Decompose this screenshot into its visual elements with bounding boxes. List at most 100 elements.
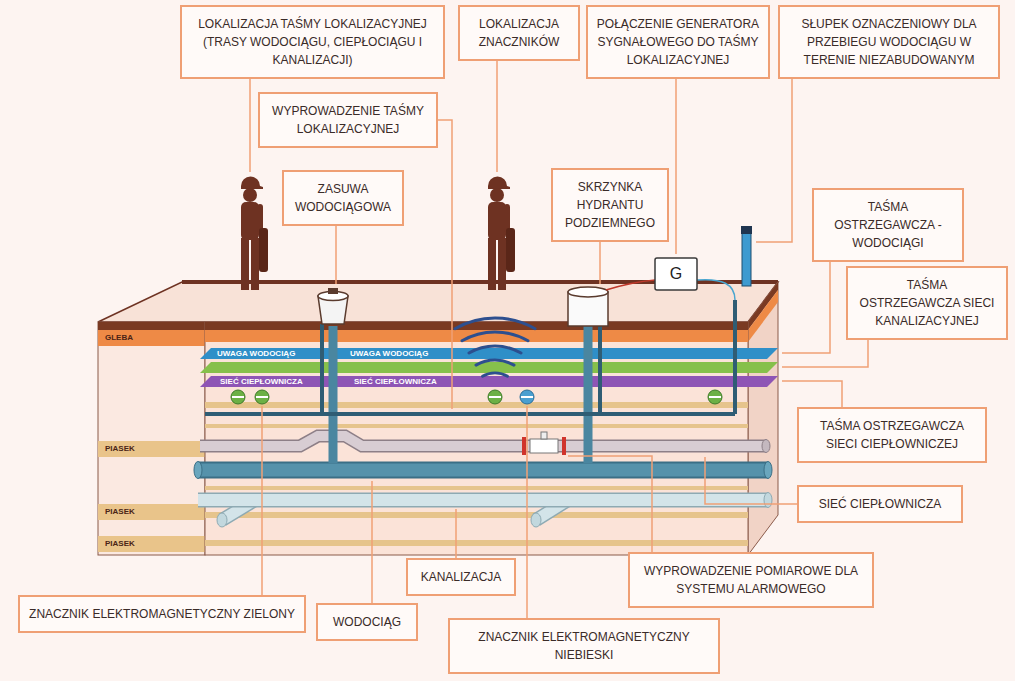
ground-block [205, 424, 748, 428]
locating-tape [205, 412, 735, 416]
electromagnetic-markers [488, 390, 502, 404]
worker-figure [488, 177, 510, 190]
leader-line [335, 226, 337, 284]
worker-figure [506, 228, 515, 272]
ground-block [748, 282, 778, 555]
leader-line [496, 61, 498, 172]
signal-waves [469, 346, 521, 353]
callout-text: ZNACZNIK ELEKTROMAGNETYCZNY NIEBIESKI [458, 628, 710, 664]
ground-block [98, 330, 205, 346]
callout-text: SIEĆ CIEPŁOWNICZA [807, 495, 953, 513]
heating-pipe [200, 436, 770, 453]
tape-label: SIEĆ CIEPŁOWNICZA [351, 376, 440, 387]
layer-label: PIASEK [102, 538, 138, 550]
alarm-outlet [522, 437, 526, 455]
ground-block [205, 540, 748, 546]
callout-text: TAŚMA OSTRZEGAWCZA SIECI KANALIZACYJNEJ [856, 276, 998, 330]
gate-valve [328, 288, 338, 294]
worker-figure [257, 204, 263, 232]
tape-label: UWAGA WODOCIĄG [214, 348, 298, 359]
leader-line [526, 406, 528, 618]
callout-text: POŁĄCZENIE GENERATORA SYGNAŁOWEGO DO TAŚ… [596, 15, 760, 69]
leader-line [705, 457, 797, 504]
alarm-outlet [562, 437, 566, 455]
electromagnetic-markers [521, 396, 533, 398]
water-main [329, 326, 338, 463]
water-main [194, 462, 202, 479]
heating-pipe [762, 440, 770, 453]
electromagnetic-markers [231, 390, 722, 404]
callout-text: LOKALIZACJA ZNACZNIKÓW [468, 15, 570, 51]
worker-figure [488, 202, 506, 240]
alarm-outlet [522, 432, 566, 455]
warning-tapes [200, 348, 778, 359]
worker-figure [251, 238, 259, 290]
signal-waves [455, 318, 535, 376]
callout-text: SŁUPEK OZNACZENIOWY DLA PRZEBIEGU WODOCI… [788, 15, 990, 69]
electromagnetic-markers [489, 396, 501, 398]
water-main [764, 462, 772, 479]
signal-generator [697, 280, 735, 300]
callout-text: WODOCIĄG [326, 613, 408, 631]
worker-figure [241, 177, 263, 190]
leader-line [455, 509, 457, 558]
locating-tape [205, 300, 735, 414]
callout-box: TAŚMA OSTRZEGAWCZA SIECI KANALIZACYJNEJ [846, 266, 1008, 340]
water-main [584, 325, 593, 463]
leader-line [782, 381, 842, 407]
warning-tapes [200, 376, 778, 387]
warning-tapes [200, 348, 778, 387]
ground-block [98, 322, 205, 330]
worker-figure [504, 204, 510, 232]
callout-text: LOKALIZACJA TAŚMY LOKALIZACYJNEJ (TRASY … [190, 15, 435, 69]
leader-line [568, 456, 652, 552]
electromagnetic-markers [256, 396, 268, 398]
electromagnetic-markers [708, 390, 722, 404]
signal-generator [606, 258, 735, 300]
marker-post [741, 226, 752, 286]
locating-tape [320, 324, 324, 414]
callout-box: LOKALIZACJA ZNACZNIKÓW [458, 5, 580, 61]
signal-generator [606, 280, 655, 290]
leader-line [756, 79, 792, 242]
callout-box: WYPROWADZENIE TAŚMY LOKALIZACYJNEJ [258, 92, 438, 148]
leader-line [599, 242, 601, 284]
worker-figure [498, 238, 506, 290]
worker-figure [488, 177, 515, 291]
sewer-pipe [217, 513, 227, 527]
callout-box: TAŚMA OSTRZEGAWCZA SIECI CIEPŁOWNICZEJ [797, 407, 987, 463]
callout-box: ZNACZNIK ELEKTROMAGNETYCZNY NIEBIESKI [448, 618, 720, 674]
sewer-pipe [198, 494, 768, 506]
callout-box: LOKALIZACJA TAŚMY LOKALIZACYJNEJ (TRASY … [180, 5, 445, 79]
ground-block [98, 536, 205, 552]
callout-box: WYPROWADZENIE POMIAROWE DLA SYSTEMU ALAR… [628, 552, 874, 608]
heating-pipe [200, 436, 766, 446]
ground-block [205, 486, 748, 490]
sewer-pipe [764, 493, 772, 508]
marker-post [741, 226, 752, 234]
callout-text: TAŚMA OSTRZEGAWCZA SIECI CIEPŁOWNICZEJ [807, 417, 977, 453]
ground-block [205, 330, 748, 342]
gate-valve [318, 288, 348, 324]
layer-label: PIASEK [102, 506, 138, 518]
callout-text: SKRZYNKA HYDRANTU PODZIEMNEGO [561, 178, 659, 232]
callout-box: ZASUWA WODOCIĄGOWA [282, 170, 404, 226]
callout-box: SIEĆ CIEPŁOWNICZA [797, 485, 963, 523]
electromagnetic-markers [231, 390, 245, 404]
ground-block [98, 282, 778, 555]
signal-waves [476, 360, 514, 365]
callout-text: KANALIZACJA [416, 568, 506, 586]
layer-label: PIASEK [102, 443, 138, 455]
callout-box: SKRZYNKA HYDRANTU PODZIEMNEGO [551, 168, 669, 242]
ground-block [98, 504, 205, 520]
worker-figure [241, 238, 249, 290]
layer-label: GLEBA [102, 332, 136, 344]
callout-text: ZNACZNIK ELEKTROMAGNETYCZNY ZIELONY [28, 605, 296, 623]
worker-figure [241, 202, 259, 240]
callout-text: WYPROWADZENIE POMIAROWE DLA SYSTEMU ALAR… [638, 562, 864, 598]
signal-generator [655, 258, 697, 290]
ground-block [205, 322, 748, 330]
callout-box: SŁUPEK OZNACZENIOWY DLA PRZEBIEGU WODOCI… [778, 5, 1000, 79]
ground-block [748, 290, 778, 342]
